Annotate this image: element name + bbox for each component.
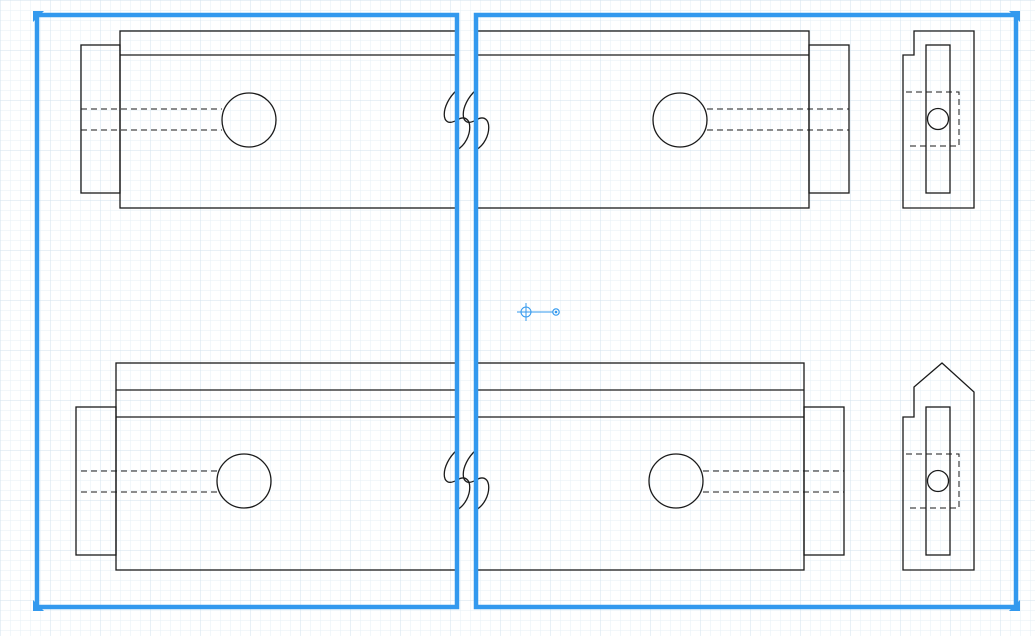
- top-side-slot: [925, 44, 951, 194]
- top-left-bolt-hole: [221, 92, 277, 148]
- bottom-left-bolt-hole: [216, 453, 272, 509]
- top-right-flange: [808, 44, 850, 194]
- bottom-left-front-view[interactable]: [75, 362, 458, 571]
- bottom-side-slot: [925, 406, 951, 556]
- bottom-side-outline: [902, 362, 975, 571]
- left-viewport-frame[interactable]: [34, 12, 460, 610]
- top-side-view[interactable]: [902, 30, 975, 209]
- corner-marker-bottom-left-icon[interactable]: [33, 600, 44, 611]
- bottom-right-bolt-hole: [648, 453, 704, 509]
- bottom-side-view[interactable]: [902, 362, 975, 571]
- corner-marker-bottom-right-icon[interactable]: [1009, 600, 1020, 611]
- top-right-bolt-hole: [652, 92, 708, 148]
- corner-marker-top-left-icon[interactable]: [33, 11, 44, 22]
- right-viewport-frame[interactable]: [473, 12, 1019, 610]
- bottom-right-flange: [803, 406, 845, 556]
- corner-marker-top-right-icon[interactable]: [1009, 11, 1020, 22]
- bottom-side-bolt-hole: [926, 469, 950, 493]
- bottom-side-hidden-lines: [906, 453, 960, 509]
- top-side-hidden-lines: [906, 91, 960, 147]
- crosshair-move-icon[interactable]: [517, 303, 560, 321]
- top-side-outline: [902, 30, 975, 209]
- top-side-bolt-hole: [926, 107, 950, 131]
- selection-frames: [33, 11, 1020, 611]
